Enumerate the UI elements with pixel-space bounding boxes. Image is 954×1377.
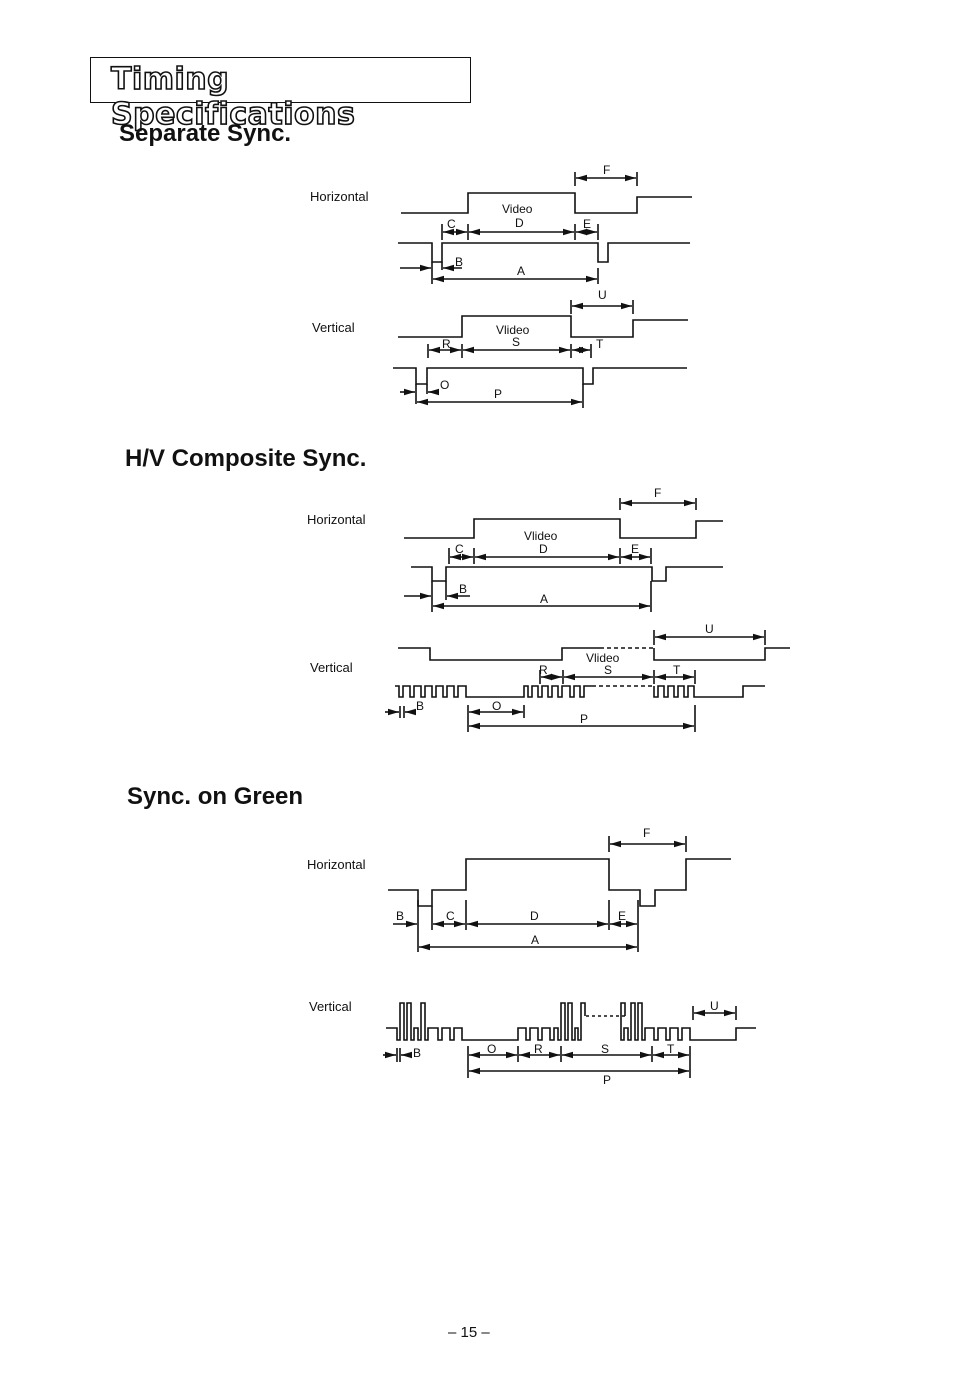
comp-label-B2: B — [416, 699, 424, 713]
green-label-E: E — [618, 909, 626, 923]
sep-h-sync-waveform — [398, 242, 690, 263]
composite-horizontal-label: Horizontal — [307, 512, 366, 527]
green-vertical-label: Vertical — [309, 999, 352, 1014]
sep-label-U: U — [598, 288, 607, 302]
comp-label-B: B — [459, 582, 467, 596]
separate-horizontal-label: Horizontal — [310, 189, 369, 204]
comp-label-R: R — [539, 663, 548, 677]
sep-label-O: O — [440, 378, 449, 392]
comp-label-P: P — [580, 712, 588, 726]
comp-v-sync-waveform — [395, 685, 592, 698]
comp-v-video-waveform — [398, 647, 600, 661]
sep-v-video-text: Vlideo — [496, 323, 530, 337]
sep-label-E: E — [583, 217, 591, 231]
green-label-A: A — [531, 933, 539, 947]
comp-h-video-text: Vlideo — [524, 529, 558, 543]
sep-label-A: A — [517, 264, 525, 278]
comp-label-A: A — [540, 592, 548, 606]
comp-label-F: F — [654, 486, 661, 500]
green-label-U: U — [710, 999, 719, 1013]
heading-separate-sync: Separate Sync. — [119, 120, 292, 147]
sep-label-S: S — [512, 335, 520, 349]
sep-h-video-text: Video — [502, 202, 533, 216]
sep-label-D: D — [515, 216, 524, 230]
green-label-C: C — [446, 909, 455, 923]
sep-h-video-waveform — [401, 192, 692, 214]
sep-v-sync-waveform — [393, 367, 687, 385]
green-label-T: T — [667, 1042, 675, 1056]
page-title: Timing Specifications — [110, 61, 356, 133]
composite-vertical-label: Vertical — [310, 660, 353, 675]
comp-label-O: O — [492, 699, 501, 713]
sep-label-F: F — [603, 163, 610, 177]
comp-h-sync-waveform — [411, 566, 723, 582]
green-label-O: O — [487, 1042, 496, 1056]
green-label-B2: B — [413, 1046, 421, 1060]
sep-label-C: C — [447, 217, 456, 231]
green-v-waveform — [386, 1002, 586, 1041]
sep-label-T: T — [596, 337, 604, 351]
sep-label-R: R — [442, 337, 451, 351]
comp-label-C: C — [455, 542, 464, 556]
sep-label-P: P — [494, 387, 502, 401]
sep-label-B: B — [455, 255, 463, 269]
green-label-R: R — [534, 1042, 543, 1056]
comp-v-video-text: Vlideo — [586, 651, 620, 665]
comp-h-video-waveform — [404, 518, 723, 539]
comp-label-E: E — [631, 542, 639, 556]
comp-label-D: D — [539, 542, 548, 556]
green-h-waveform — [388, 858, 731, 907]
heading-composite-sync: H/V Composite Sync. — [125, 445, 367, 472]
comp-label-T: T — [673, 663, 681, 677]
green-label-D: D — [530, 909, 539, 923]
comp-label-U: U — [705, 622, 714, 636]
separate-vertical-label: Vertical — [312, 320, 355, 335]
green-label-B: B — [396, 909, 404, 923]
sep-v-video-waveform — [398, 315, 688, 338]
comp-label-S: S — [604, 663, 612, 677]
green-label-S: S — [601, 1042, 609, 1056]
green-horizontal-label: Horizontal — [307, 857, 366, 872]
page-number: – 15 – — [448, 1324, 490, 1341]
green-label-F: F — [643, 826, 650, 840]
title-box: Timing Specifications — [90, 57, 471, 133]
heading-sync-on-green: Sync. on Green — [127, 783, 304, 810]
green-label-P: P — [603, 1073, 611, 1087]
